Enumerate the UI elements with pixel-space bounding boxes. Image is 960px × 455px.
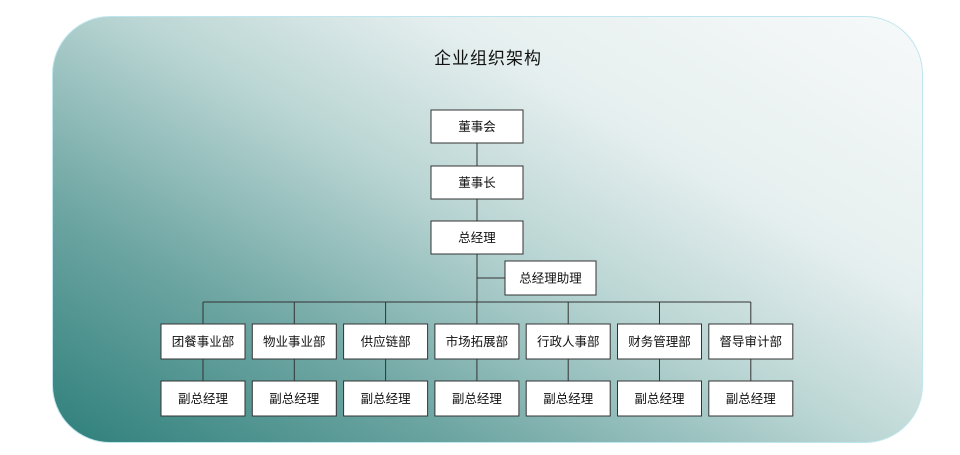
- node-chairman-label: 董事长: [458, 175, 496, 190]
- node-vice-gm: 副总经理: [708, 380, 794, 417]
- node-department-label: 督导审计部: [720, 334, 783, 349]
- node-department: 财务管理部: [617, 323, 702, 360]
- node-department-label: 财务管理部: [628, 334, 691, 349]
- node-department-label: 供应链部: [361, 334, 411, 349]
- node-department: 团餐事业部: [160, 323, 246, 360]
- node-department: 供应链部: [343, 323, 429, 360]
- node-chairman: 董事长: [430, 165, 524, 200]
- node-board-box: [430, 109, 524, 144]
- node-general-manager-box: [430, 220, 524, 255]
- node-vice-gm: 副总经理: [160, 380, 246, 417]
- node-department-label: 物业事业部: [263, 334, 326, 349]
- node-vice-gm-label: 副总经理: [726, 391, 777, 406]
- node-vice-gm-box: [434, 380, 520, 417]
- node-vice-gm: 副总经理: [525, 380, 611, 417]
- chart-title: 企业组织架构: [434, 49, 542, 69]
- node-department-label: 行政人事部: [537, 334, 600, 349]
- node-vice-gm-box: [251, 380, 337, 417]
- node-chairman-box: [430, 165, 524, 200]
- node-department: 物业事业部: [251, 323, 337, 360]
- node-department-box: [251, 323, 337, 360]
- node-department-box: [708, 323, 794, 360]
- node-department-box: [434, 323, 520, 360]
- node-department-box: [617, 323, 702, 360]
- node-department-label: 团餐事业部: [172, 334, 235, 349]
- node-vice-gm-label: 副总经理: [269, 391, 320, 406]
- node-vice-gm-label: 副总经理: [178, 391, 229, 406]
- node-vice-gm-box: [160, 380, 246, 417]
- node-vice-gm: 副总经理: [251, 380, 337, 417]
- node-vice-gm-box: [617, 380, 702, 417]
- node-department: 行政人事部: [525, 323, 611, 360]
- node-department-box: [525, 323, 611, 360]
- node-vice-gm-label: 副总经理: [452, 391, 503, 406]
- node-vice-gm-label: 副总经理: [634, 391, 685, 406]
- node-general-manager: 总经理: [430, 220, 524, 255]
- node-gm-assistant: 总经理助理: [504, 260, 597, 296]
- node-vice-gm-box: [525, 380, 611, 417]
- node-vice-gm-label: 副总经理: [361, 391, 412, 406]
- node-vice-gm-box: [343, 380, 429, 417]
- node-vice-gm: 副总经理: [617, 380, 702, 417]
- node-vice-gm: 副总经理: [434, 380, 520, 417]
- node-vice-gm-box: [708, 380, 794, 417]
- node-department: 市场拓展部: [434, 323, 520, 360]
- node-gm-assistant-label: 总经理助理: [519, 271, 582, 286]
- node-board-label: 董事会: [458, 119, 496, 134]
- node-vice-gm-label: 副总经理: [543, 391, 594, 406]
- node-department-box: [343, 323, 429, 360]
- node-board: 董事会: [430, 109, 524, 144]
- node-department-label: 市场拓展部: [446, 334, 509, 349]
- node-gm-assistant-box: [504, 260, 597, 296]
- node-department-box: [160, 323, 246, 360]
- node-general-manager-label: 总经理: [458, 230, 496, 245]
- node-vice-gm: 副总经理: [343, 380, 429, 417]
- node-department: 督导审计部: [708, 323, 794, 360]
